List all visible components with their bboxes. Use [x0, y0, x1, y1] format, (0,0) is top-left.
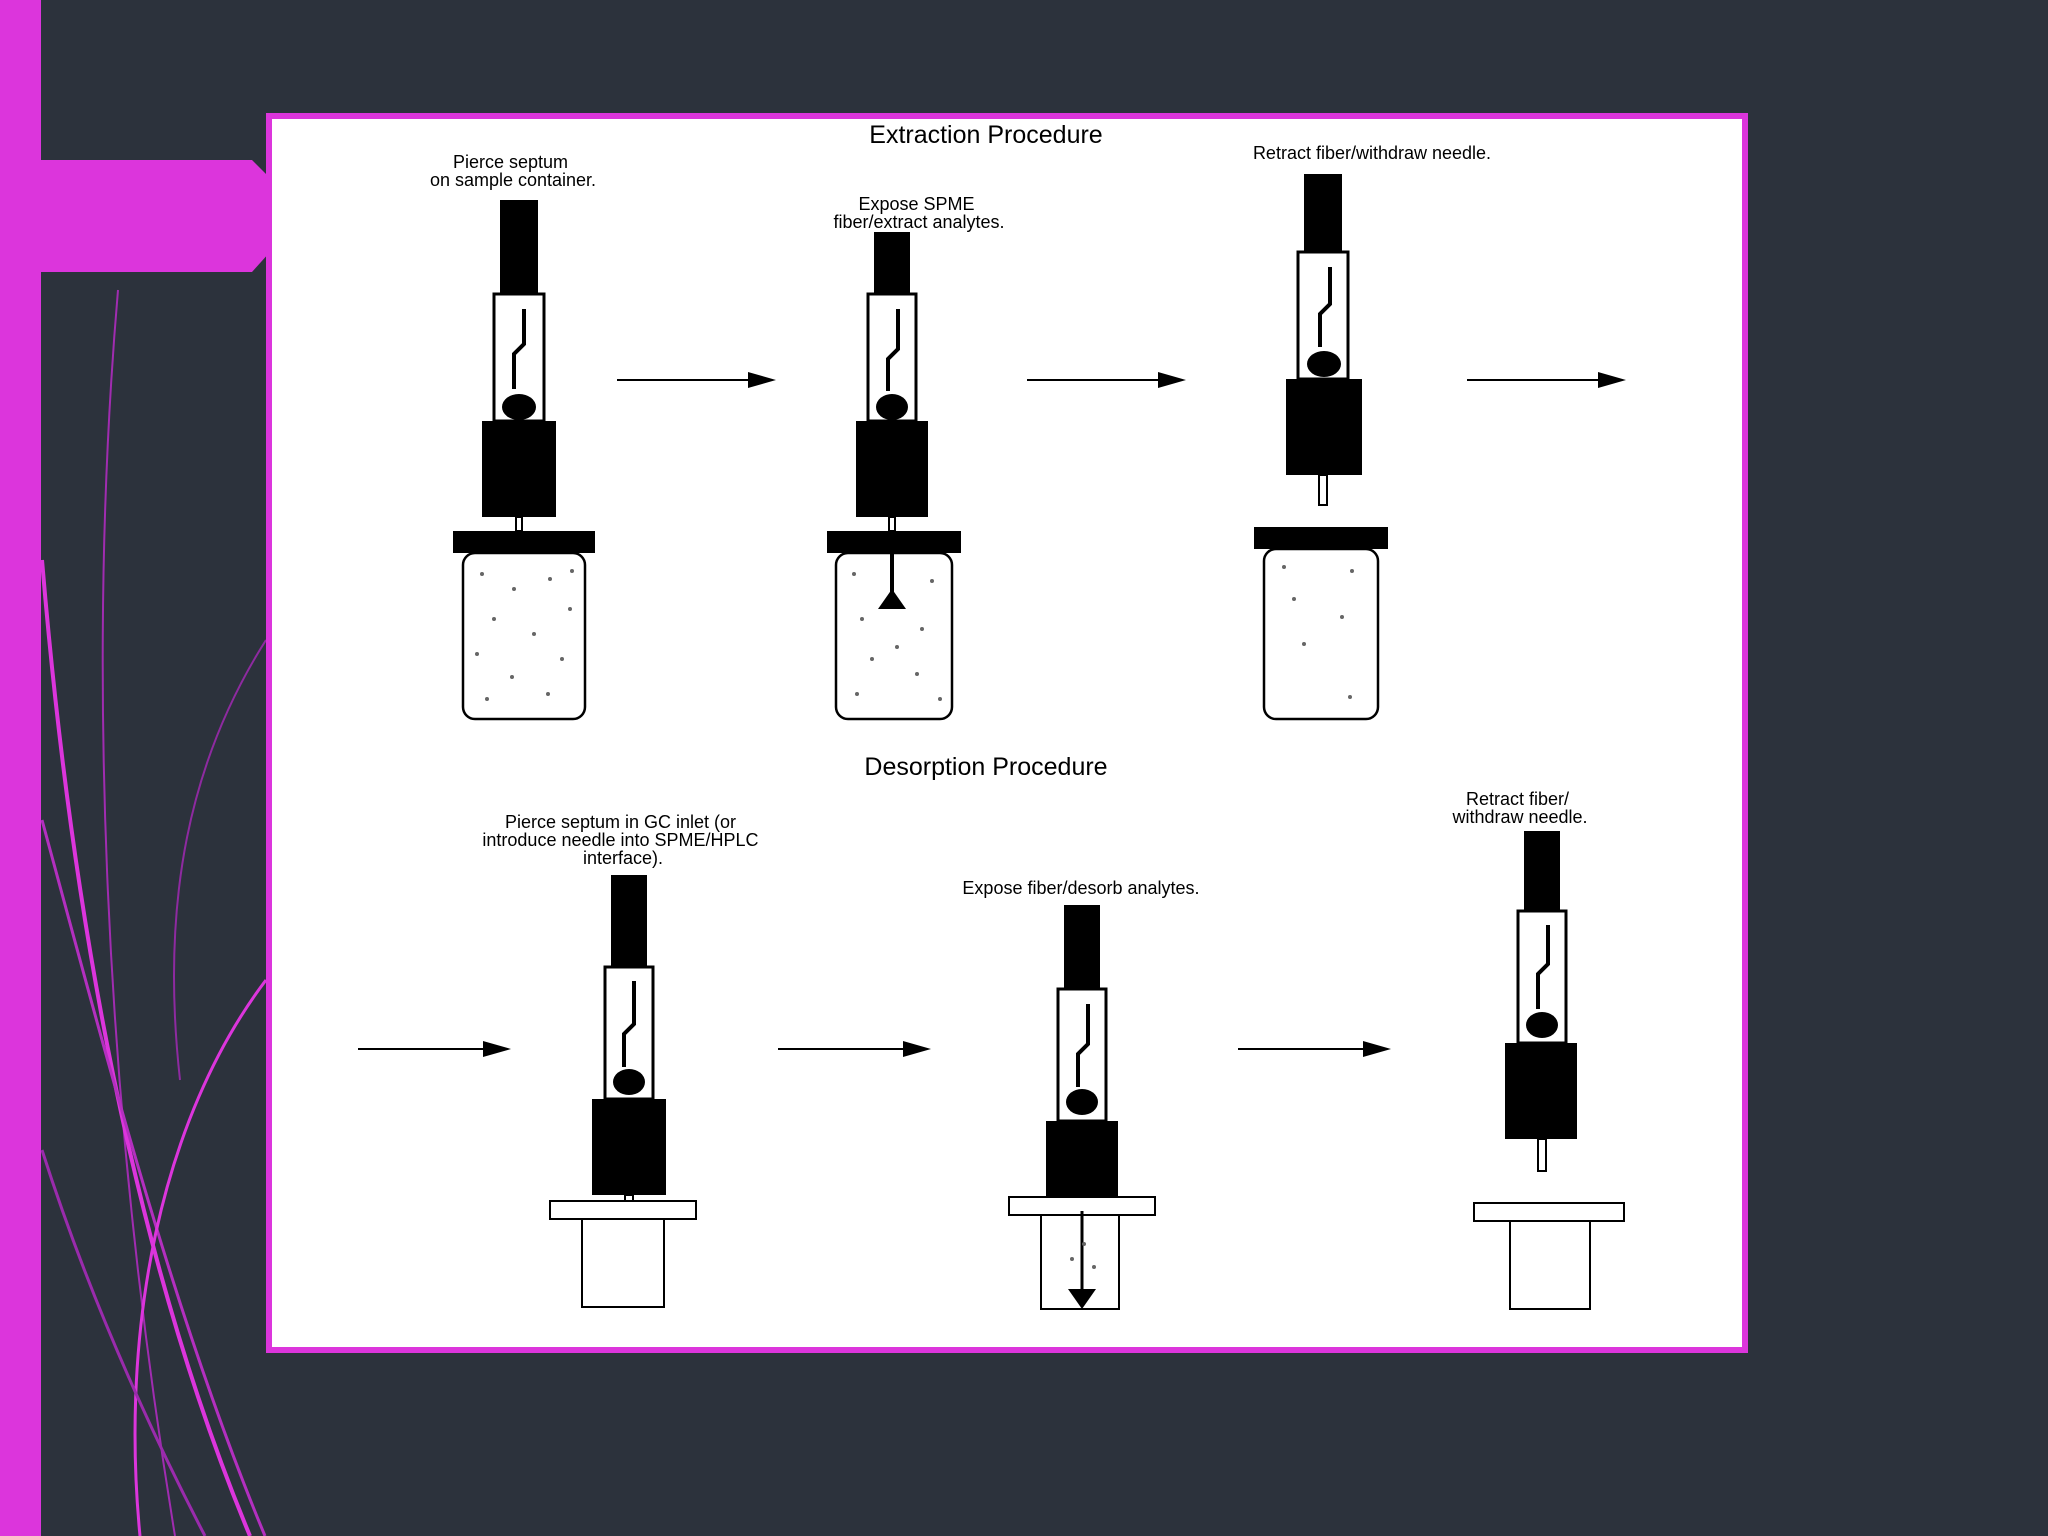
sample-vial — [453, 531, 595, 721]
process-arrow — [1027, 372, 1186, 388]
extraction-step-2: Expose SPME fiber/extract analytes. — [833, 194, 1004, 232]
spme-syringe — [1046, 905, 1118, 1211]
sample-vial — [827, 531, 961, 721]
gc-inlet — [1473, 1202, 1625, 1310]
spme-syringe — [1505, 831, 1577, 1172]
desorption-title: Desorption Procedure — [864, 753, 1107, 781]
caption-line: introduce needle into SPME/HPLC — [482, 830, 758, 850]
gc-inlet — [549, 1200, 697, 1308]
process-arrow — [617, 372, 776, 388]
decorative-curve — [40, 819, 267, 1536]
desorption-step-3: Retract fiber/ withdraw needle. — [1451, 789, 1587, 827]
step-caption: Pierce septum on sample container. — [430, 152, 596, 190]
caption-line: Expose fiber/desorb analytes. — [962, 878, 1199, 898]
desorption-step-1: Pierce septum in GC inlet (or introduce … — [482, 812, 763, 868]
extraction-step-3: Retract fiber/withdraw needle. — [1253, 143, 1491, 163]
extraction-title: Extraction Procedure — [869, 121, 1102, 149]
caption-line: Retract fiber/withdraw needle. — [1253, 143, 1491, 163]
step-caption: Expose fiber/desorb analytes. — [962, 878, 1199, 898]
caption-line: withdraw needle. — [1451, 807, 1587, 827]
decorative-curve — [40, 559, 252, 1536]
sample-vial — [1254, 527, 1388, 721]
process-arrow — [358, 1041, 511, 1057]
desorption-section: Desorption Procedure Pierce septum in GC… — [358, 753, 1625, 1310]
process-arrow — [1238, 1041, 1391, 1057]
decorative-curve — [101, 289, 176, 1536]
caption-line: fiber/extract analytes. — [833, 212, 1004, 232]
spme-syringe — [1286, 174, 1362, 506]
step-caption: Pierce septum in GC inlet (or introduce … — [482, 812, 763, 868]
extraction-step-1: Pierce septum on sample container. — [430, 152, 596, 190]
extraction-section: Extraction Procedure Pierce septum on sa… — [430, 121, 1626, 721]
step-caption: Retract fiber/ withdraw needle. — [1451, 789, 1587, 827]
accent-tab-shape — [41, 160, 270, 272]
desorption-step-2: Expose fiber/desorb analytes. — [962, 878, 1199, 898]
process-arrow — [778, 1041, 931, 1057]
spme-syringe — [592, 875, 666, 1226]
caption-line: Pierce septum — [453, 152, 568, 172]
caption-line: interface). — [583, 848, 663, 868]
left-accent-bar — [0, 0, 41, 1536]
decorative-curve — [40, 1149, 207, 1536]
step-caption: Expose SPME fiber/extract analytes. — [833, 194, 1004, 232]
decorative-curve — [133, 979, 268, 1536]
spme-syringe — [482, 200, 556, 532]
caption-line: Pierce septum in GC inlet (or — [505, 812, 736, 832]
spme-syringe — [856, 232, 928, 532]
process-arrow — [1467, 372, 1626, 388]
spme-procedure-diagram: Extraction Procedure Pierce septum on sa… — [358, 121, 1626, 1310]
caption-line: Expose SPME — [858, 194, 974, 214]
step-caption: Retract fiber/withdraw needle. — [1253, 143, 1491, 163]
gc-inlet — [1008, 1196, 1156, 1310]
diagram-frame: Extraction Procedure Pierce septum on sa… — [266, 113, 1748, 1353]
decorative-curve — [173, 639, 267, 1081]
caption-line: on sample container. — [430, 170, 596, 190]
caption-line: Retract fiber/ — [1466, 789, 1569, 809]
